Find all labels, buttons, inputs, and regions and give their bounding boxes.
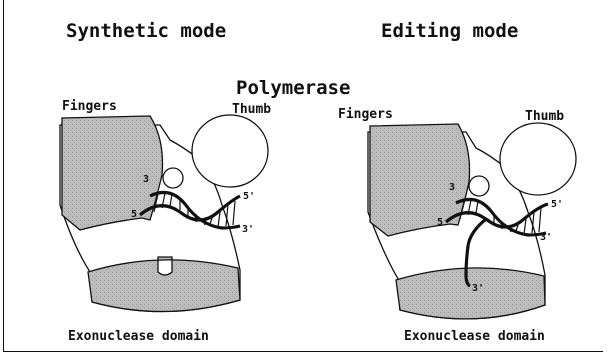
right-exonuclease-domain (396, 268, 545, 319)
right-label-3prime: 3' (540, 232, 552, 243)
left-label-3: 3 (143, 174, 149, 185)
left-thumb-domain (192, 115, 268, 187)
right-small-circle (469, 176, 489, 196)
right-label-5prime: 5' (551, 199, 563, 210)
left-fingers-domain (62, 116, 163, 230)
right-label-5: 5 (437, 217, 443, 228)
right-label-exo-3prime: 3' (472, 283, 484, 294)
right-label-3: 3 (449, 182, 455, 193)
left-label-3prime: 3' (242, 224, 254, 235)
left-label-5prime: 5' (243, 191, 255, 202)
left-small-circle (163, 168, 183, 188)
left-polymerase: 3 5 5' 3' (60, 115, 268, 312)
left-label-5: 5 (131, 209, 137, 220)
right-polymerase: 3 5 5' 3' 3' (368, 123, 576, 319)
right-fingers-domain (370, 124, 470, 236)
right-thumb-domain (500, 123, 576, 195)
